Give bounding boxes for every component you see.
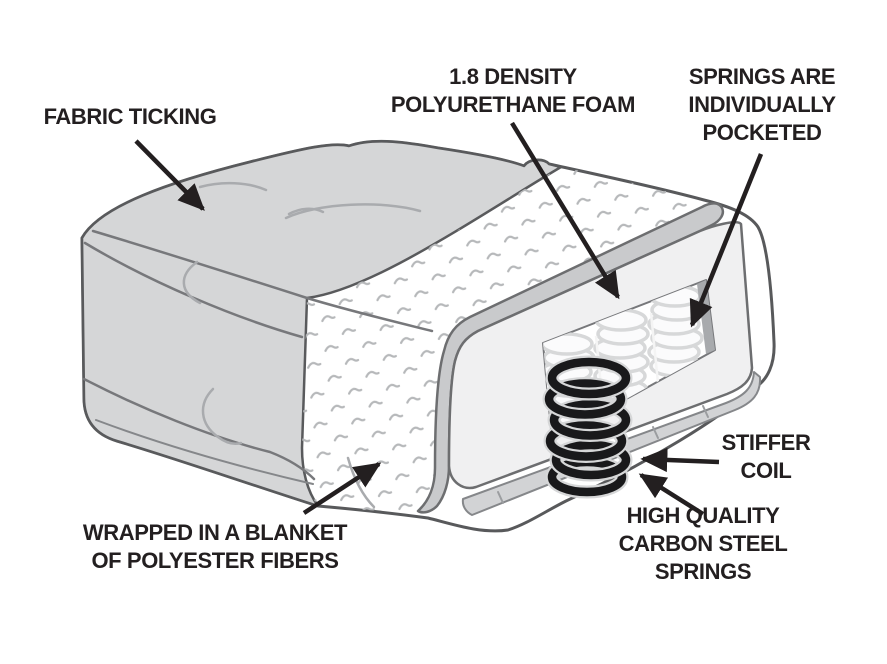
base-border-band: [461, 371, 762, 516]
arrow-pocketed-springs: [689, 153, 764, 328]
arrow-stiffer-coil: [640, 447, 720, 473]
top-front-edge: [91, 229, 434, 333]
quilted-cover: [302, 167, 707, 512]
coil-spring: [542, 355, 633, 499]
arrow-fabric-ticking: [134, 139, 205, 211]
pocketed-spring-column: [647, 284, 704, 378]
arrow-polyurethane-foam: [510, 121, 620, 300]
arrow-carbon-steel-springs: [638, 473, 705, 516]
arrow-polyester-blanket: [302, 462, 382, 515]
bottom-border-seam-lower: [95, 419, 314, 485]
fabric-crease-lines: [182, 181, 422, 509]
